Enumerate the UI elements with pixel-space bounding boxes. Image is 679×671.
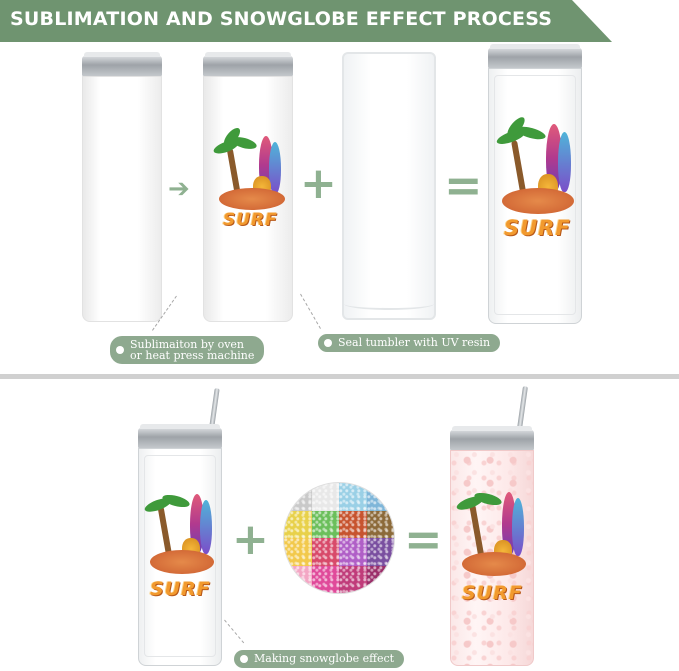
surf-design: SURF	[142, 488, 220, 608]
surf-design: SURF	[209, 125, 289, 238]
bullet-dot	[324, 339, 332, 347]
glitter-cell	[284, 510, 312, 538]
equals-icon: =	[444, 158, 483, 212]
glitter-cell	[284, 483, 312, 511]
label-sublimation: Sublimaiton by oven or heat press machin…	[110, 336, 265, 364]
glitter-swatches	[283, 482, 395, 594]
label-sublimation-line1: Sublimaiton by oven	[130, 338, 245, 351]
sublimated-tumbler: SURF	[203, 52, 293, 322]
surf-text: SURF	[150, 578, 211, 600]
glitter-cell	[366, 510, 394, 538]
plus-icon: +	[232, 514, 269, 565]
tumbler-lid	[488, 44, 582, 68]
header-banner	[0, 0, 612, 42]
tumbler-lid	[138, 424, 222, 448]
glitter-cell	[311, 538, 339, 566]
section-divider	[0, 374, 679, 379]
equals-icon: =	[404, 512, 443, 566]
glitter-cell	[311, 483, 339, 511]
sealed-tumbler: SURF	[488, 44, 582, 324]
glitter-cell	[284, 565, 312, 593]
label-sublimation-line2: or heat press machine	[130, 349, 255, 362]
glitter-cell	[339, 483, 367, 511]
glitter-cell	[311, 565, 339, 593]
glitter-cell	[339, 538, 367, 566]
label-snowglobe-text: Making snowglobe effect	[254, 652, 395, 665]
bullet-dot	[116, 346, 124, 354]
glitter-cell	[366, 565, 394, 593]
surf-design: SURF	[454, 486, 532, 616]
surf-text: SURF	[462, 582, 523, 604]
label-seal: Seal tumbler with UV resin	[318, 334, 501, 352]
snowglobe-tumbler: SURF	[450, 426, 534, 666]
glitter-cell	[284, 538, 312, 566]
tumbler-body	[82, 76, 162, 322]
bullet-dot	[240, 655, 248, 663]
glitter-cell	[339, 565, 367, 593]
glitter-cell	[339, 510, 367, 538]
callout-line	[224, 619, 245, 644]
surf-text: SURF	[223, 210, 278, 230]
page-title: SUBLIMATION AND SNOWGLOBE EFFECT PROCESS	[10, 8, 553, 30]
sealed-tumbler-with-straw: SURF	[138, 424, 222, 666]
glitter-cell	[366, 483, 394, 511]
blank-tumbler	[82, 52, 162, 322]
glitter-cell	[366, 538, 394, 566]
surf-design: SURF	[494, 114, 578, 248]
tumbler-lid	[82, 52, 162, 76]
arrow-icon: ➔	[168, 174, 190, 204]
clear-sleeve	[342, 52, 436, 320]
tumbler-lid	[203, 52, 293, 76]
plus-icon: +	[300, 158, 337, 209]
glitter-cell	[311, 510, 339, 538]
tumbler-lid	[450, 426, 534, 450]
surf-text: SURF	[504, 216, 571, 240]
callout-line	[300, 293, 321, 329]
label-seal-text: Seal tumbler with UV resin	[338, 336, 491, 349]
label-snowglobe: Making snowglobe effect	[234, 650, 405, 668]
